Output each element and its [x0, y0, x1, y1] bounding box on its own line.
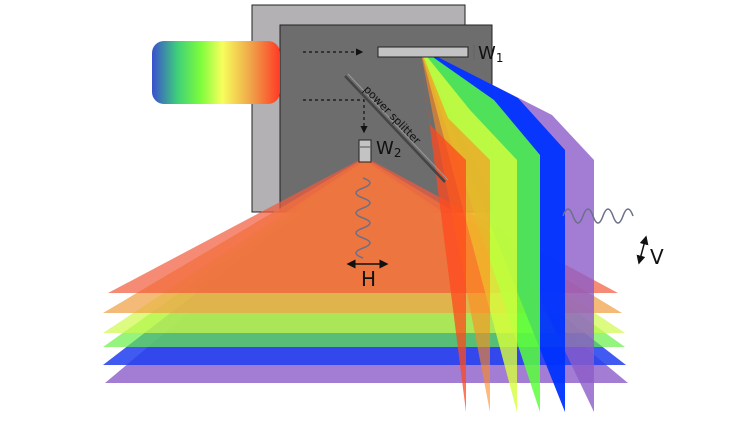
slit-w2: [358, 139, 372, 163]
horizontal-polarization-wave: [355, 177, 371, 259]
label-w1: W1: [478, 43, 503, 65]
vertical-spectrum-sheets: [420, 48, 594, 412]
vertical-double-arrow: [636, 235, 649, 265]
light-source-spectrum: [152, 41, 280, 104]
vertical-sheet-red: [420, 48, 466, 412]
vertical-polarization-wave: [562, 208, 634, 224]
label-horizontal: H: [361, 267, 376, 291]
power-splitter-edge: [347, 73, 449, 181]
label-w2: W2: [376, 138, 401, 160]
slit-w1: [377, 46, 469, 58]
label-vertical: V: [650, 245, 664, 269]
power-splitter: [344, 75, 446, 183]
beam-path-lower: [303, 99, 368, 134]
